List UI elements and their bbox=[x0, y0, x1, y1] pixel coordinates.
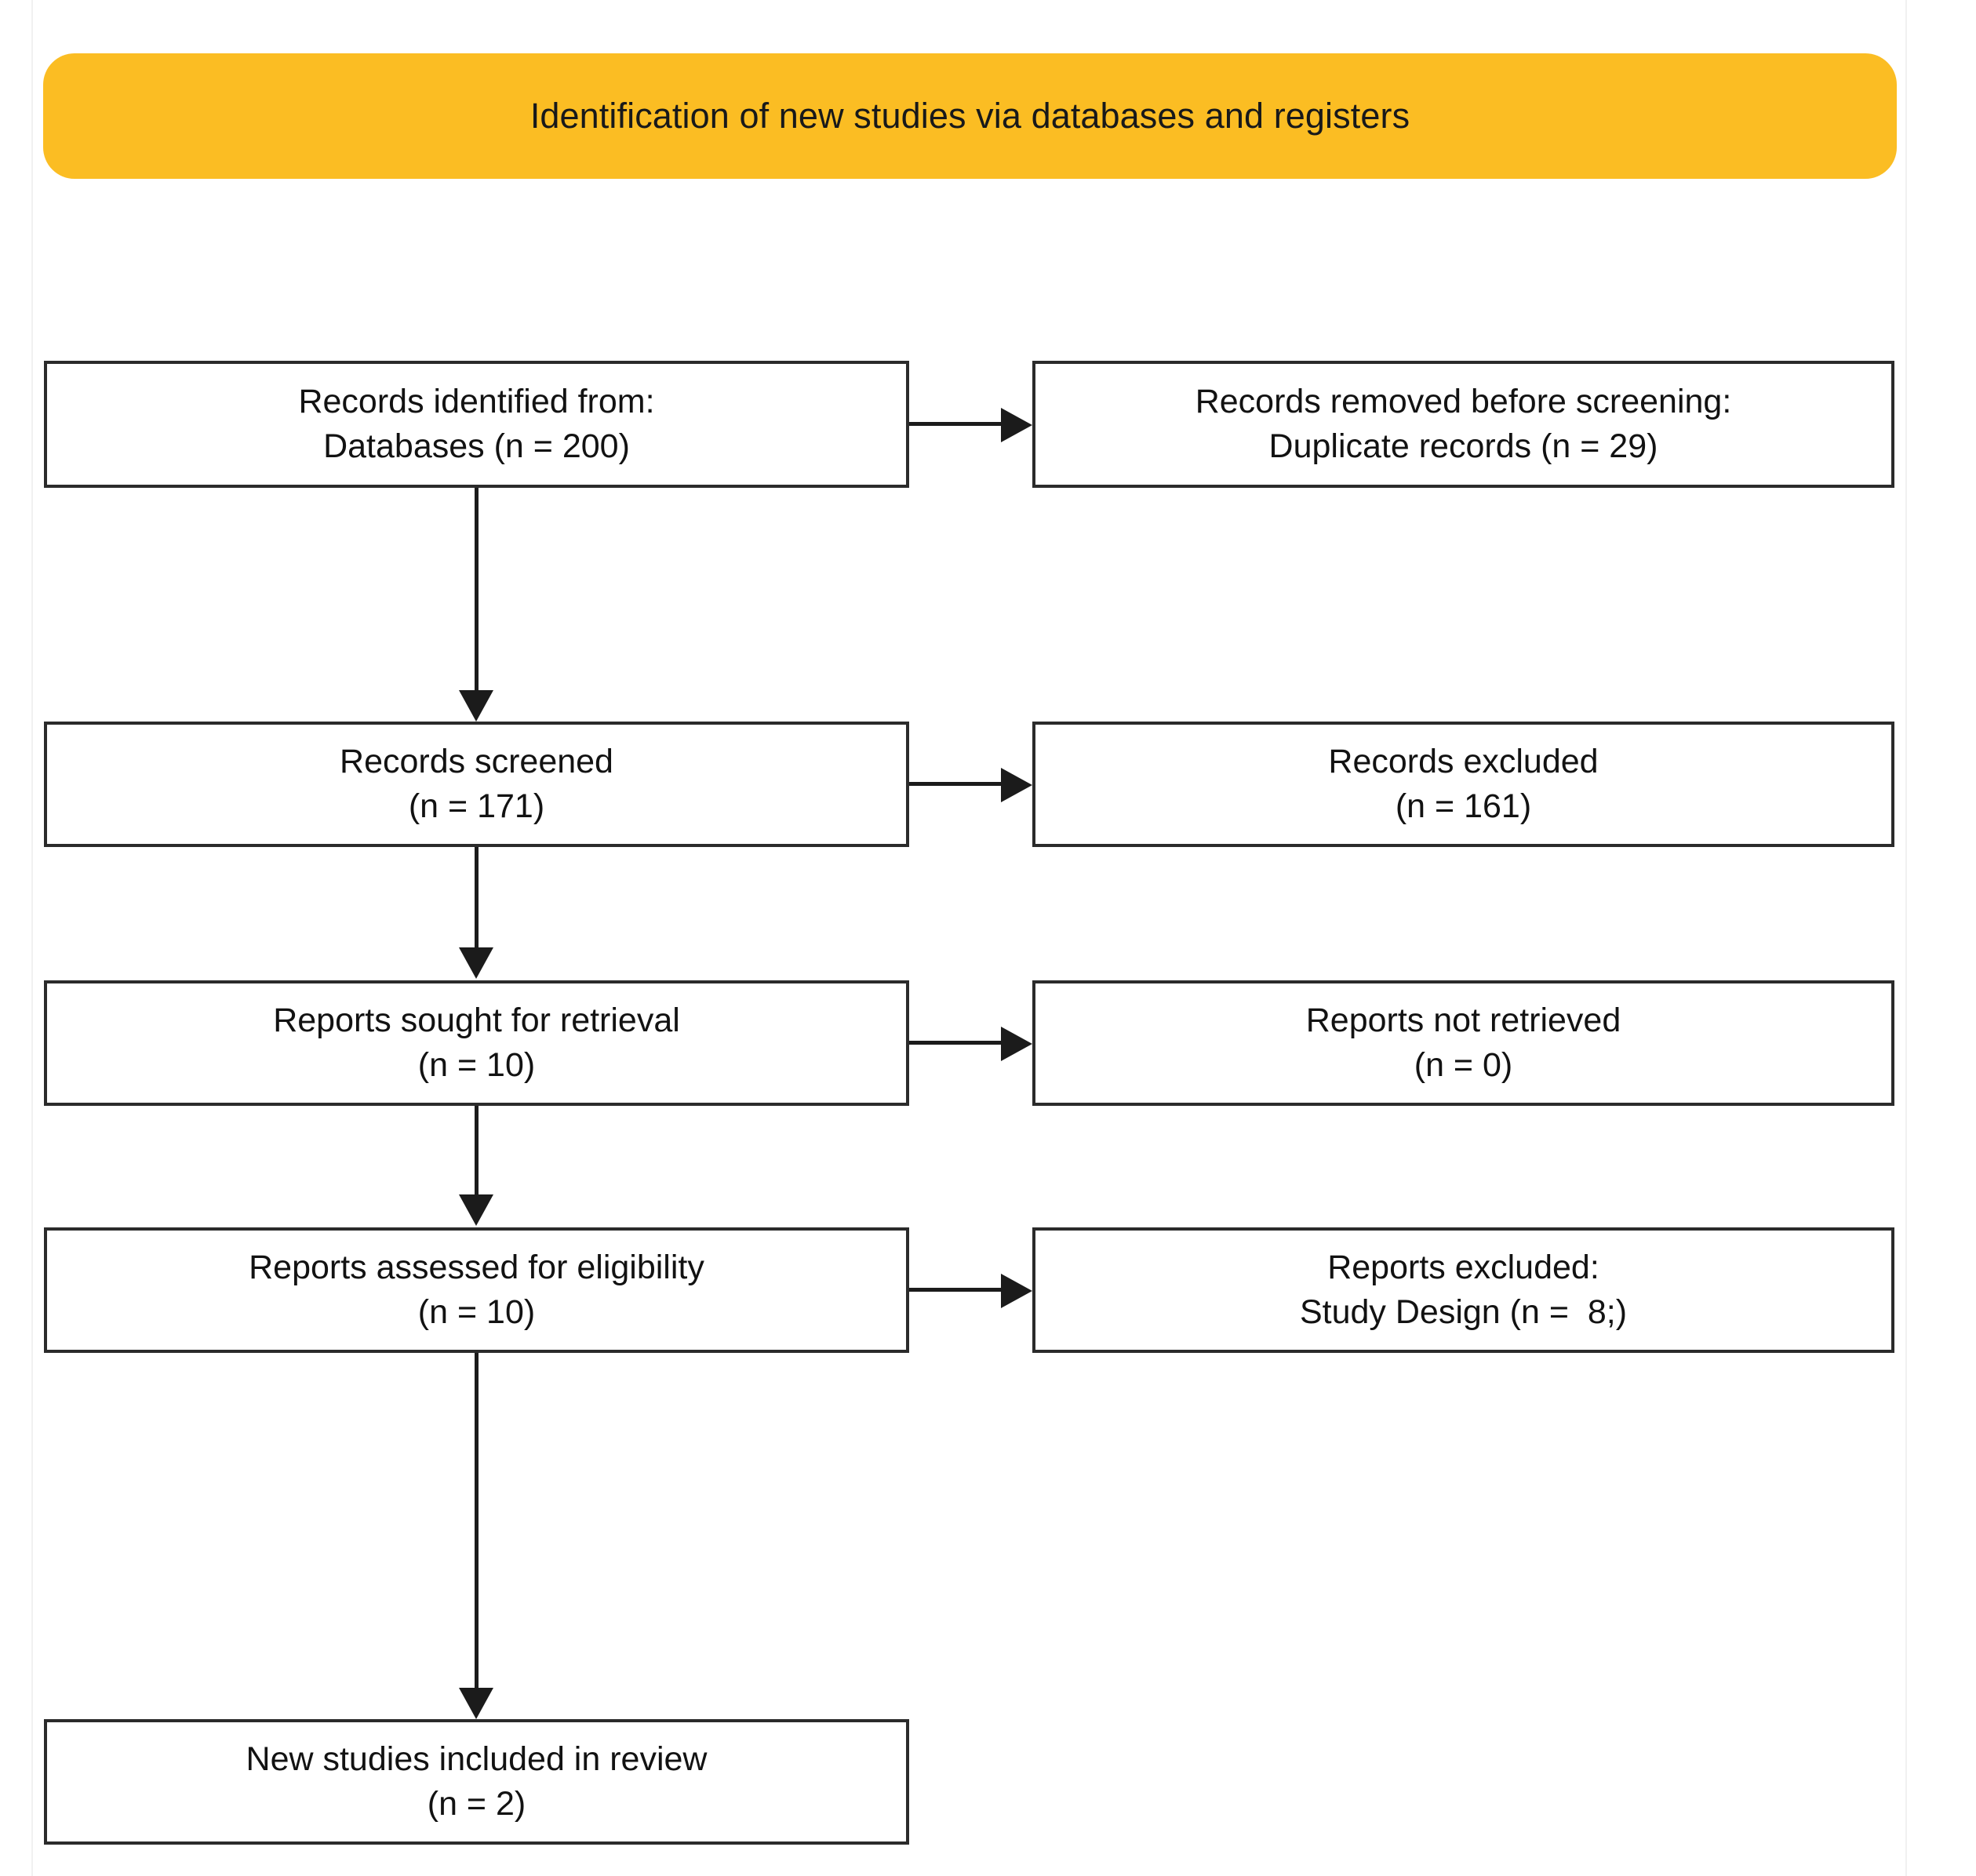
node-records-excluded-line1: Records excluded bbox=[1328, 743, 1599, 781]
node-records-removed-line2: Duplicate records (n = 29) bbox=[1268, 427, 1658, 465]
node-reports-excluded-line2: Study Design (n = 8;) bbox=[1299, 1293, 1628, 1331]
node-records-removed-line1: Records removed before screening: bbox=[1195, 383, 1732, 421]
node-reports-sought: Reports sought for retrieval (n = 10) bbox=[44, 980, 909, 1106]
node-records-excluded: Records excluded (n = 161) bbox=[1032, 722, 1894, 847]
node-records-identified-line1: Records identified from: bbox=[298, 383, 655, 421]
connector-screened-to-excluded bbox=[909, 782, 1002, 786]
node-reports-assessed-line1: Reports assessed for eligibility bbox=[249, 1249, 704, 1287]
node-reports-sought-line2: (n = 10) bbox=[417, 1046, 536, 1084]
node-records-removed: Records removed before screening: Duplic… bbox=[1032, 361, 1894, 488]
connector-assessed-to-reports-excluded bbox=[909, 1288, 1002, 1292]
page-border-left bbox=[31, 0, 33, 1876]
arrowhead-sought-to-assessed bbox=[459, 1194, 493, 1226]
node-new-studies-included-line1: New studies included in review bbox=[246, 1740, 708, 1779]
node-reports-not-retrieved-line2: (n = 0) bbox=[1414, 1046, 1513, 1084]
node-new-studies-included: New studies included in review (n = 2) bbox=[44, 1719, 909, 1845]
node-reports-not-retrieved: Reports not retrieved (n = 0) bbox=[1032, 980, 1894, 1106]
node-new-studies-included-line2: (n = 2) bbox=[427, 1785, 526, 1823]
arrowhead-screened-to-sought bbox=[459, 947, 493, 979]
node-reports-sought-line1: Reports sought for retrieval bbox=[273, 1002, 680, 1040]
arrowhead-screened-to-excluded bbox=[1001, 768, 1032, 802]
identification-banner-label: Identification of new studies via databa… bbox=[529, 96, 1410, 136]
arrowhead-identified-to-removed bbox=[1001, 408, 1032, 442]
node-records-screened-line2: (n = 171) bbox=[408, 787, 545, 825]
connector-screened-to-sought bbox=[475, 847, 479, 949]
connector-identified-to-screened bbox=[475, 488, 479, 692]
node-records-identified-line2: Databases (n = 200) bbox=[323, 427, 630, 465]
node-records-screened-line1: Records screened bbox=[340, 743, 613, 781]
arrowhead-sought-to-not-retrieved bbox=[1001, 1027, 1032, 1061]
connector-identified-to-removed bbox=[909, 422, 1002, 426]
connector-assessed-to-included bbox=[475, 1353, 479, 1690]
connector-sought-to-assessed bbox=[475, 1106, 479, 1196]
node-reports-excluded: Reports excluded: Study Design (n = 8;) bbox=[1032, 1227, 1894, 1353]
node-reports-assessed: Reports assessed for eligibility (n = 10… bbox=[44, 1227, 909, 1353]
node-reports-assessed-line2: (n = 10) bbox=[417, 1293, 536, 1331]
arrowhead-identified-to-screened bbox=[459, 690, 493, 722]
node-records-screened: Records screened (n = 171) bbox=[44, 722, 909, 847]
node-reports-excluded-line1: Reports excluded: bbox=[1327, 1249, 1599, 1287]
node-records-identified: Records identified from: Databases (n = … bbox=[44, 361, 909, 488]
identification-banner: Identification of new studies via databa… bbox=[43, 53, 1897, 179]
page-border-right bbox=[1905, 0, 1907, 1876]
arrowhead-assessed-to-included bbox=[459, 1688, 493, 1719]
arrowhead-assessed-to-reports-excluded bbox=[1001, 1274, 1032, 1308]
node-reports-not-retrieved-line1: Reports not retrieved bbox=[1305, 1002, 1621, 1040]
node-records-excluded-line2: (n = 161) bbox=[1395, 787, 1532, 825]
connector-sought-to-not-retrieved bbox=[909, 1041, 1002, 1045]
